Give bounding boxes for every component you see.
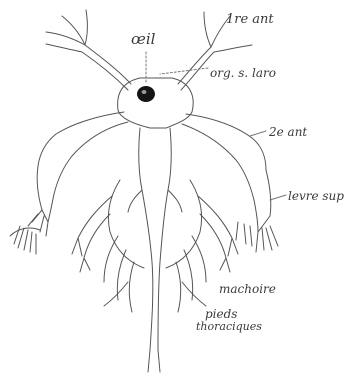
label-maxilla: machoire [219,283,276,295]
thoracic-legs-left [72,196,134,312]
label-upper-lip: levre sup [288,190,344,202]
label-oeil: œil [131,32,155,47]
label-legs-line1: pieds [205,308,237,320]
head-outline [118,78,194,128]
label-legs-line2: thoraciques [196,321,262,332]
label-first-antenna: 1re ant [226,13,274,26]
label-frontal-organ: org. s. laro [210,67,276,79]
label-second-antenna: 2e ant [269,126,307,138]
first-antenna-left [46,10,131,90]
second-antenna-right [182,114,278,252]
trunk-outline [139,128,153,372]
eye-spot [137,86,155,102]
